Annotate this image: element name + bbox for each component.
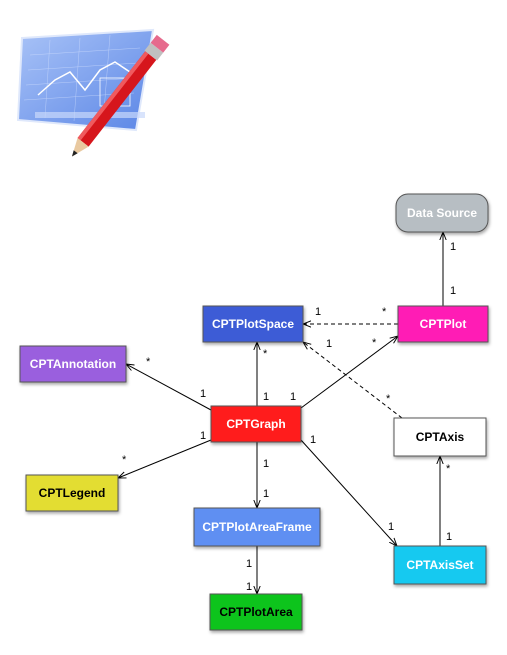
node-box bbox=[393, 545, 487, 585]
multiplicity-label: * bbox=[382, 306, 387, 318]
multiplicity-label: 1 bbox=[246, 558, 252, 570]
multiplicity-label: 1 bbox=[200, 388, 206, 400]
edge-graph-to-plot bbox=[300, 336, 398, 409]
edge-graph-to-annotation bbox=[126, 364, 212, 411]
multiplicity-label: * bbox=[446, 463, 451, 475]
edge-graph-to-axisset bbox=[300, 439, 397, 546]
edge-axis-to-plotspace bbox=[303, 342, 403, 419]
node-data-source: Data Source bbox=[395, 193, 489, 233]
multiplicity-label: 1 bbox=[450, 285, 456, 297]
node-label: CPTPlotAreaFrame bbox=[202, 520, 312, 534]
node-cptaxisset: CPTAxisSet bbox=[393, 545, 487, 585]
multiplicity-label: * bbox=[372, 337, 377, 349]
multiplicity-label: 1 bbox=[290, 391, 296, 403]
multiplicity-label: 1 bbox=[450, 241, 456, 253]
node-cptplotarea: CPTPlotArea bbox=[209, 593, 303, 631]
multiplicity-label: 1 bbox=[388, 521, 394, 533]
multiplicity-label: 1 bbox=[263, 488, 269, 500]
edge-graph-to-legend bbox=[118, 439, 212, 478]
multiplicity-label: * bbox=[263, 348, 268, 360]
node-box bbox=[395, 193, 489, 233]
app-logo-icon bbox=[16, 28, 170, 157]
multiplicity-label: 1 bbox=[263, 391, 269, 403]
node-cptaxis: CPTAxis bbox=[393, 417, 487, 457]
multiplicity-label: * bbox=[122, 454, 127, 466]
multiplicity-label: 1 bbox=[246, 581, 252, 593]
multiplicity-label: 1 bbox=[200, 430, 206, 442]
node-cptlegend: CPTLegend bbox=[25, 474, 119, 512]
node-cptgraph: CPTGraph bbox=[210, 405, 302, 443]
multiplicity-label: * bbox=[386, 393, 391, 405]
node-box bbox=[202, 305, 304, 343]
multiplicity-label: 1 bbox=[446, 531, 452, 543]
multiplicity-label: 1 bbox=[263, 458, 269, 470]
node-label: Data Source bbox=[407, 206, 477, 220]
node-label: CPTAxisSet bbox=[406, 558, 473, 572]
node-label: CPTLegend bbox=[39, 486, 106, 500]
multiplicity-label: 1 bbox=[310, 434, 316, 446]
node-cptplot: CPTPlot bbox=[397, 305, 489, 343]
multiplicity-label: 1 bbox=[315, 306, 321, 318]
node-cptplotspace: CPTPlotSpace bbox=[202, 305, 304, 343]
node-box bbox=[397, 305, 489, 343]
node-label: CPTPlot bbox=[420, 317, 467, 331]
node-box bbox=[210, 405, 302, 443]
node-label: CPTAnnotation bbox=[30, 357, 116, 371]
node-label: CPTAxis bbox=[416, 430, 465, 444]
node-box bbox=[393, 417, 487, 457]
multiplicity-label: * bbox=[146, 356, 151, 368]
node-cptannotation: CPTAnnotation bbox=[19, 345, 127, 383]
multiplicity-label: 1 bbox=[326, 338, 332, 350]
node-label: CPTPlotSpace bbox=[212, 317, 294, 331]
node-label: CPTGraph bbox=[226, 417, 285, 431]
node-cptplotareaframe: CPTPlotAreaFrame bbox=[193, 507, 321, 547]
node-box bbox=[209, 593, 303, 631]
node-label: CPTPlotArea bbox=[219, 605, 293, 619]
node-box bbox=[193, 507, 321, 547]
node-box bbox=[25, 474, 119, 512]
node-box bbox=[19, 345, 127, 383]
